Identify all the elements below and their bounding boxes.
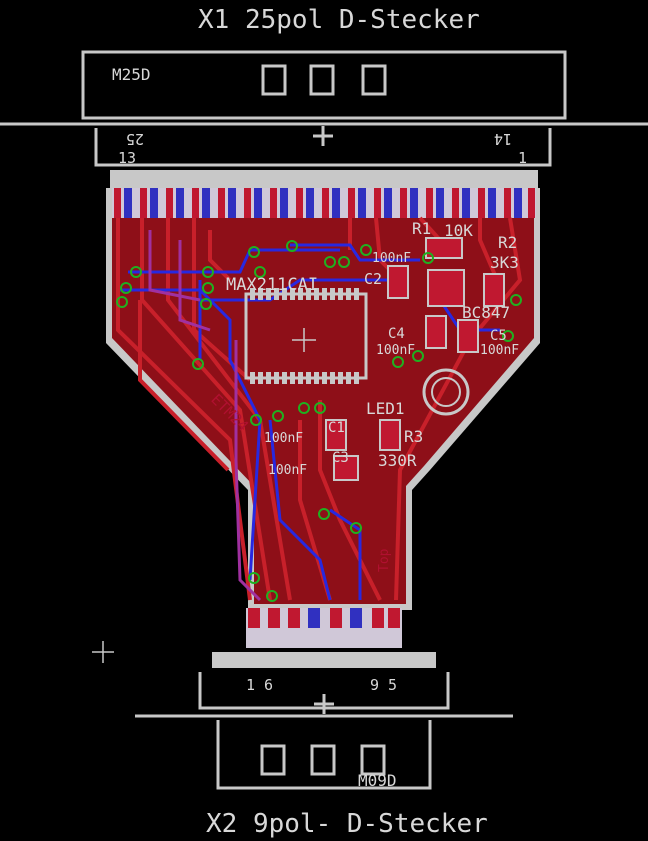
pin-label-14: 14 xyxy=(494,130,512,148)
c4-value: 100nF xyxy=(376,343,415,358)
connector-bottom-name: M09D xyxy=(358,771,397,790)
connector-x2-pads xyxy=(212,608,436,668)
smd-parts xyxy=(325,237,505,481)
traces-overlap xyxy=(148,230,262,602)
connector-x1 xyxy=(0,50,648,167)
vias xyxy=(116,240,522,602)
c2-label: C2 xyxy=(364,270,382,288)
pin-label-25: 25 xyxy=(126,130,144,148)
connector-top-name: M25D xyxy=(112,65,151,84)
connector-x2 xyxy=(135,672,513,790)
r3-value: 330R xyxy=(378,451,417,470)
c1-value: 100nF xyxy=(264,431,303,446)
led-label: LED1 xyxy=(366,399,405,418)
title-top: X1 25pol D-Stecker xyxy=(198,5,480,35)
r2-label: R2 xyxy=(498,233,517,252)
crosshair-markers xyxy=(92,641,114,663)
c3-label: C3 xyxy=(332,450,349,466)
c1-label: C1 xyxy=(328,420,345,436)
r1-value: 10K xyxy=(444,221,473,240)
r3-label: R3 xyxy=(404,427,423,446)
pin-label-1: 1 xyxy=(518,149,527,167)
ic-max211 xyxy=(244,288,368,384)
ic-label: MAX211CAI xyxy=(226,275,318,295)
layer-label: Top xyxy=(377,548,392,572)
c3-value: 100nF xyxy=(268,463,307,478)
connector-x1-pads xyxy=(110,170,538,218)
c4-label: C4 xyxy=(388,326,405,342)
pin-label-1-6: 1 6 xyxy=(246,676,273,694)
copper-pour xyxy=(112,194,534,604)
pin-label-9-5: 9 5 xyxy=(370,676,397,694)
c5-label: C5 xyxy=(490,328,507,344)
r1-label: R1 xyxy=(412,219,431,238)
c5-value: 100nF xyxy=(480,343,519,358)
c2-value: 100nF xyxy=(372,251,411,266)
pin-label-13: 13 xyxy=(118,149,136,167)
r2-value: 3K3 xyxy=(490,253,519,272)
transistor-label: BC847 xyxy=(462,303,510,322)
title-bottom: X2 9pol- D-Stecker xyxy=(206,809,488,839)
